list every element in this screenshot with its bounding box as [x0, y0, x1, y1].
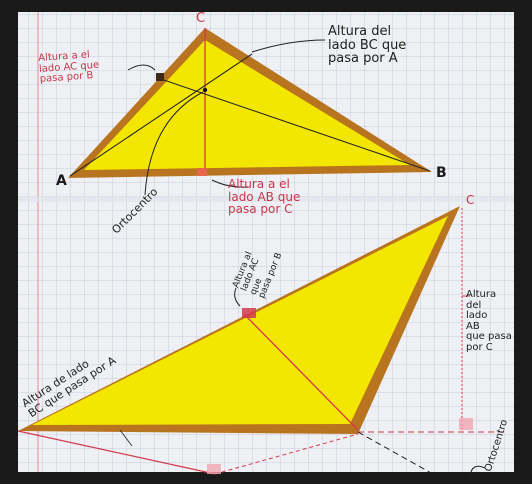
top-altitude-b [157, 77, 431, 172]
bottom-altitude-a [17, 430, 216, 475]
top-vertex-a: A [56, 173, 67, 189]
top-altitude-a [69, 53, 253, 177]
top-vertex-b: B [436, 165, 447, 181]
top-vertex-c: C [196, 11, 206, 26]
bottom-note-ab: Altura del lado AB que pasa por C [466, 289, 512, 353]
top-triangle [68, 28, 432, 196]
bottom-triangle [17, 206, 505, 479]
top-orthocenter-dot [202, 87, 208, 93]
top-note-ab: Altura a el lado AB que pasa por C [228, 177, 301, 217]
bottom-vertex-c: C [466, 193, 475, 207]
top-note-bc: Altura del lado BC que pasa por A [328, 24, 407, 67]
bottom-altitude-b [243, 313, 359, 431]
top-note-ac: Altura a el lado AC que pasa por B [37, 49, 100, 85]
